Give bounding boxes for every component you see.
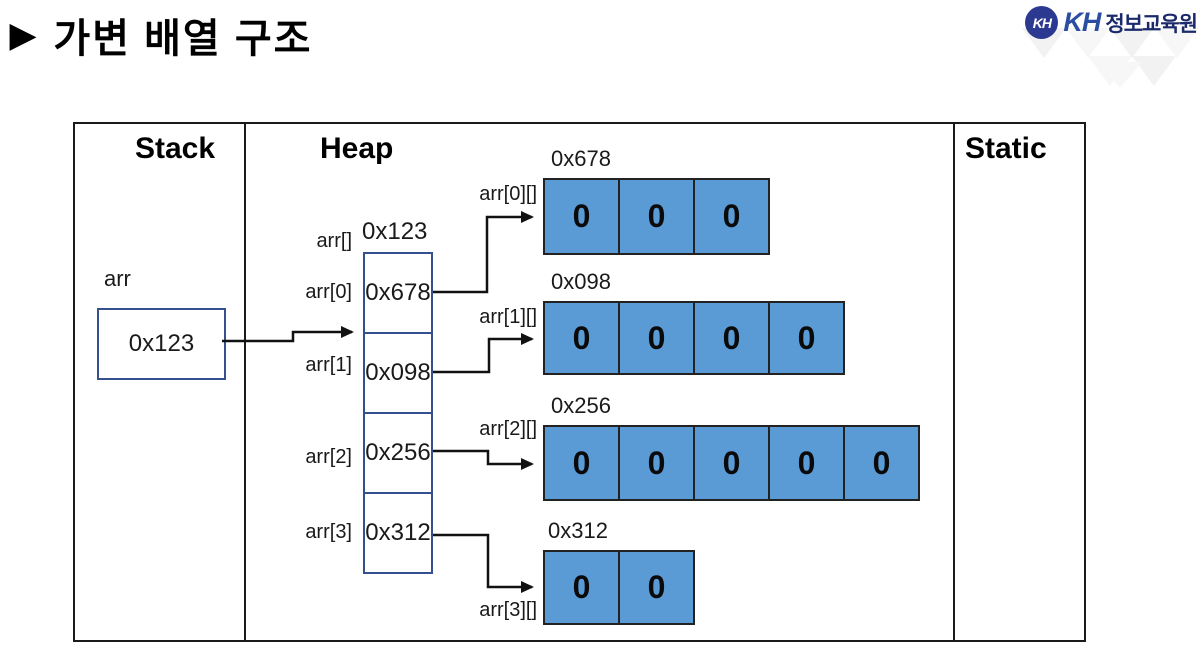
- watermark-triangle: [1155, 28, 1199, 58]
- watermark-triangle: [1098, 62, 1142, 88]
- row-array-name: arr[0][]: [479, 183, 537, 205]
- kh-logo-org: 정보교육원: [1105, 12, 1198, 36]
- array-cell: 0: [770, 301, 845, 375]
- array-cell: 0: [543, 178, 620, 255]
- array-cell: 0: [770, 425, 845, 501]
- watermark-triangle: [1110, 28, 1154, 58]
- row-array-name: arr[2][]: [479, 418, 537, 440]
- row-array-0: 0 0 0: [543, 178, 770, 255]
- stack-var-value: 0x123: [128, 330, 195, 357]
- page-title-text: 가변 배열 구조: [53, 17, 313, 61]
- pointer-index-label: arr[2]: [305, 446, 352, 468]
- kh-logo: KH KH 정보교육원: [1025, 6, 1198, 39]
- kh-logo-badge-icon: KH: [1025, 6, 1059, 39]
- array-cell: 0: [695, 301, 770, 375]
- title-bullet-icon: ▶: [10, 15, 38, 53]
- array-cell: 0: [543, 425, 620, 501]
- heap-pointer-array: 0x678 0x098 0x256 0x312: [363, 252, 433, 574]
- array-cell: 0: [620, 301, 695, 375]
- watermark-triangle: [1066, 28, 1110, 58]
- array-cell: 0: [543, 301, 620, 375]
- stack-var-box: 0x123: [97, 308, 226, 380]
- pointer-index-label: arr[3]: [305, 521, 352, 543]
- row-array-2: 0 0 0 0 0: [543, 425, 920, 501]
- pointer-array-address: 0x123: [362, 218, 428, 245]
- pointer-cell-value: 0x098: [365, 359, 431, 386]
- array-cell: 0: [620, 425, 695, 501]
- kh-logo-brand: KH: [1063, 7, 1101, 37]
- column-header-stack: Stack: [135, 132, 216, 165]
- column-header-static: Static: [965, 132, 1047, 165]
- row-array-3: 0 0: [543, 550, 695, 625]
- pointer-index-label: arr[1]: [305, 354, 352, 376]
- pointer-array-name: arr[]: [316, 230, 352, 252]
- array-cell: 0: [695, 178, 770, 255]
- array-cell: 0: [695, 425, 770, 501]
- row-array-address: 0x678: [551, 146, 611, 171]
- array-cell: 0: [620, 178, 695, 255]
- pointer-cell-value: 0x312: [365, 519, 431, 546]
- row-array-name: arr[3][]: [479, 599, 537, 621]
- array-cell: 0: [620, 550, 695, 625]
- pointer-index-label: arr[0]: [305, 281, 352, 303]
- row-array-address: 0x312: [548, 518, 608, 543]
- pointer-cell-value: 0x678: [365, 279, 431, 306]
- row-array-address: 0x098: [551, 269, 611, 294]
- pointer-cell: 0x256: [363, 414, 433, 494]
- pointer-cell: 0x098: [363, 334, 433, 414]
- column-header-heap: Heap: [320, 132, 394, 165]
- row-array-1: 0 0 0 0: [543, 301, 845, 375]
- pointer-cell: 0x678: [363, 252, 433, 334]
- pointer-cell: 0x312: [363, 494, 433, 574]
- stack-heap-divider: [244, 124, 246, 640]
- heap-static-divider: [953, 124, 955, 640]
- stack-var-label: arr: [104, 266, 131, 291]
- row-array-address: 0x256: [551, 393, 611, 418]
- row-array-name: arr[1][]: [479, 306, 537, 328]
- array-cell: 0: [543, 550, 620, 625]
- array-cell: 0: [845, 425, 920, 501]
- page-title: ▶ 가변 배열 구조: [10, 6, 312, 64]
- pointer-cell-value: 0x256: [365, 439, 431, 466]
